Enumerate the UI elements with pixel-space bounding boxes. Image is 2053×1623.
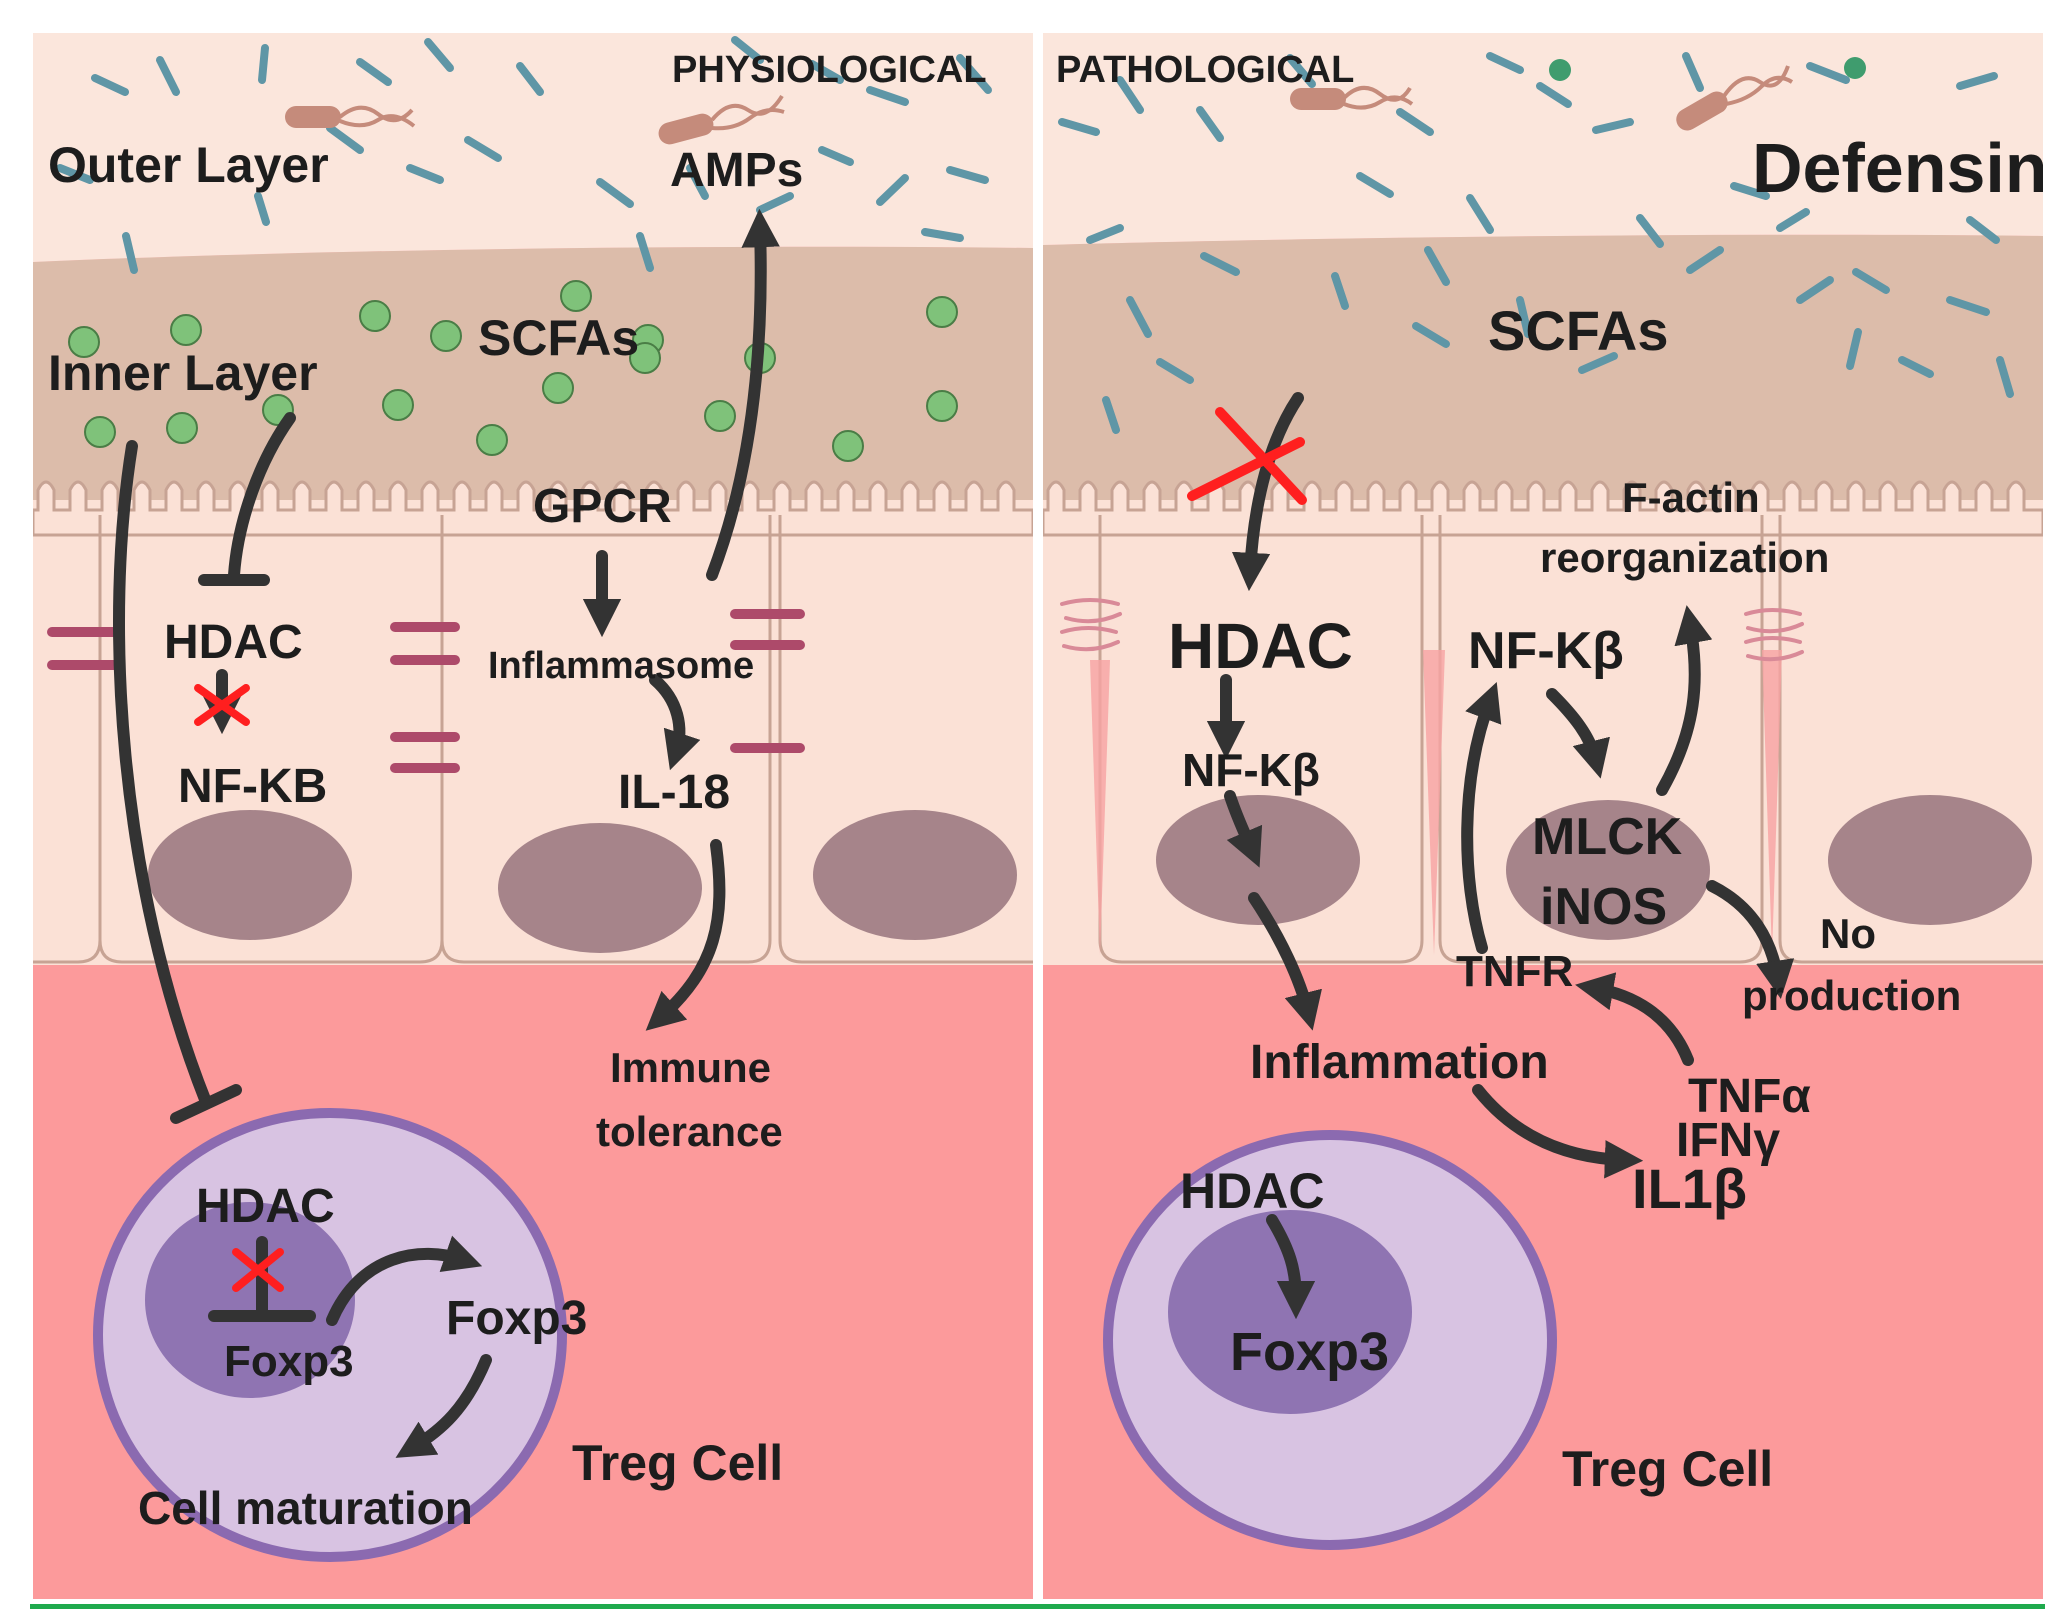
bottom-rule	[30, 1604, 2045, 1609]
treg-hdac-label: HDAC	[196, 1180, 335, 1233]
treg-hdac-to-foxp3-arrow	[1266, 1214, 1316, 1320]
foxp3-label: Foxp3	[446, 1292, 587, 1345]
nfkb-label: NF-KB	[178, 760, 327, 813]
mucus-inner-layer	[1043, 234, 2043, 500]
inflammasome-label: Inflammasome	[488, 645, 754, 687]
foxp3-to-maturation-arrow	[395, 1354, 492, 1458]
panel-title: PHYSIOLOGICAL	[672, 49, 987, 91]
nfkb-to-mlck-arrow	[1546, 688, 1610, 779]
epithelial-cell-borders	[33, 515, 1033, 964]
defensin-label: Defensin	[1752, 129, 2048, 207]
foxp3-label: Foxp3	[1230, 1322, 1389, 1382]
scfa-inhibits-hdac-treg-line	[113, 440, 212, 1108]
mlck-label: MLCK	[1532, 808, 1683, 866]
inos-label: iNOS	[1540, 878, 1667, 936]
lumen-outer-layer	[1043, 33, 2043, 245]
mlck-to-factin-arrow	[1656, 605, 1713, 796]
inhibit-bar	[170, 1084, 242, 1124]
bacteria-rods	[1058, 52, 2014, 434]
factin-label: reorganization	[1540, 534, 1829, 581]
microvilli-border	[33, 480, 1033, 537]
scfa-to-hdac-arrow	[1231, 392, 1304, 592]
inflammasome-to-il18-arrow	[649, 674, 701, 771]
treg-cell-label: Treg Cell	[1562, 1441, 1773, 1497]
flagellated-bacterium	[1290, 86, 1414, 110]
nfkb-to-nucleus-arrow	[1224, 790, 1263, 868]
hdac-label: HDAC	[1168, 610, 1353, 682]
inflammation-to-cytokines-arrow	[1472, 1084, 1644, 1179]
pathological-panel: PATHOLOGICAL Defensin SCFAs HDAC NF-Kβ N…	[1043, 33, 2048, 1599]
hdac-label: HDAC	[164, 616, 303, 669]
outer-layer-label: Outer Layer	[48, 137, 329, 193]
blocked-mark	[1187, 407, 1307, 505]
scfas-label: SCFAs	[478, 310, 639, 366]
treg-nucleus	[145, 1202, 355, 1398]
foxp3-to-foxp3-arrow	[326, 1235, 483, 1326]
inner-layer-label: Inner Layer	[48, 345, 318, 401]
blocked-mark	[194, 684, 284, 1292]
treg-cell-label: Treg Cell	[572, 1435, 783, 1491]
il1b-label: IL1β	[1632, 1157, 1747, 1220]
foxp3-nucleus-label: Foxp3	[224, 1337, 354, 1386]
inflammation-label: Inflammation	[1250, 1036, 1549, 1089]
treg-hdac-label: HDAC	[1180, 1163, 1324, 1219]
no-production-label: No	[1820, 910, 1876, 957]
treg-nucleus	[1168, 1210, 1412, 1414]
tnfr-label: TNFR	[1456, 947, 1573, 996]
epithelial-nucleus	[1828, 795, 2032, 925]
ifng-label: IFNγ	[1676, 1114, 1780, 1167]
epithelial-nucleus	[1506, 800, 1710, 940]
epithelial-cell-borders	[1098, 515, 2043, 964]
lumen-outer-layer	[33, 33, 1033, 262]
flagellated-bacterium	[1676, 65, 1794, 131]
tnfa-label: TNFα	[1688, 1070, 1811, 1123]
factin-label: F-actin	[1622, 474, 1760, 521]
epithelial-gap	[1423, 650, 1445, 955]
epithelial-gap	[1090, 660, 1110, 955]
bacteria-cocci	[1549, 57, 1866, 81]
flagellated-bacterium	[658, 94, 785, 145]
flagellated-bacterium	[285, 105, 416, 128]
nucleus-to-inflammation-arrow	[1248, 892, 1322, 1031]
cell-maturation-label: Cell maturation	[138, 1482, 473, 1534]
cytokines-to-tnfr-arrow	[1575, 972, 1694, 1066]
amps-secretion-arrow	[706, 208, 780, 581]
bacteria-rods	[56, 36, 992, 274]
panel-title: PATHOLOGICAL	[1056, 49, 1354, 91]
immune-tolerance-label: tolerance	[596, 1108, 783, 1155]
scfa-inhibits-hdac-line	[228, 412, 296, 581]
immune-tolerance-label: Immune	[610, 1044, 771, 1091]
amps-label: AMPs	[670, 144, 803, 197]
treg-cell	[93, 1108, 567, 1562]
il18-label: IL-18	[618, 766, 730, 819]
nfkb-label: NF-Kβ	[1182, 744, 1320, 796]
epithelial-nucleus	[148, 810, 352, 940]
panel-divider	[1033, 33, 1043, 1599]
nfkb-label: NF-Kβ	[1468, 622, 1624, 680]
scfas-label: SCFAs	[1488, 299, 1669, 362]
epithelial-nucleus	[813, 810, 1017, 940]
il18-to-tolerance-arrow	[645, 839, 726, 1031]
disrupted-tight-junctions	[1060, 598, 1804, 662]
physiological-panel: PHYSIOLOGICAL Outer Layer AMPs Inner Lay…	[33, 33, 1033, 1599]
no-production-label: production	[1742, 972, 1961, 1019]
epithelial-gap	[1762, 650, 1782, 955]
gpcr-label: GPCR	[533, 480, 672, 533]
inos-to-no-arrow	[1706, 880, 1795, 999]
tnfr-to-nfkb-arrow	[1461, 682, 1502, 954]
tight-junctions	[47, 609, 805, 773]
epithelial-nucleus	[498, 823, 702, 953]
